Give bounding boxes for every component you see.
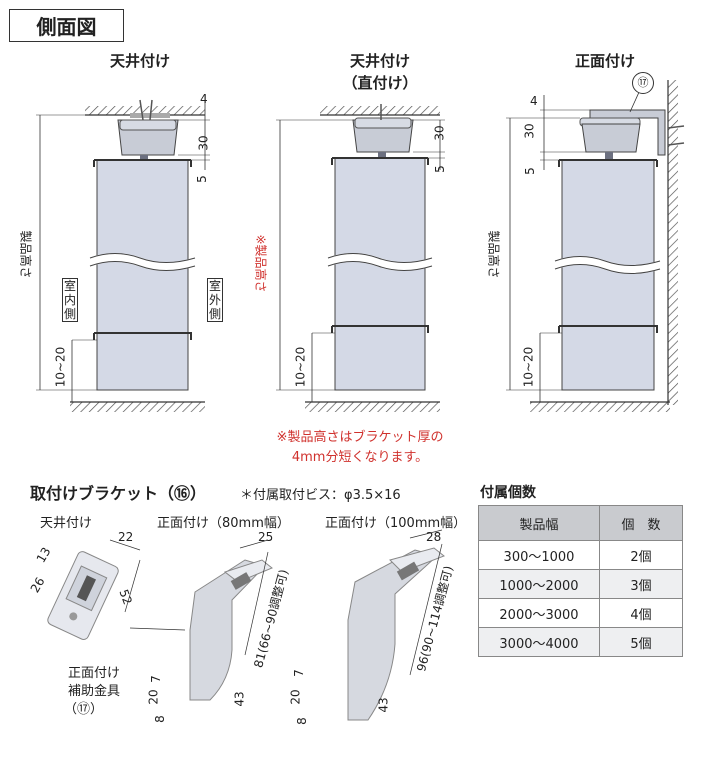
bracket-front80-label: 正面付け（80mm幅） bbox=[157, 516, 290, 531]
dim-4-c: 4 bbox=[530, 94, 538, 108]
col-width: 製品幅 bbox=[478, 505, 600, 541]
dim-product-height-c: 製品高さ bbox=[486, 230, 501, 279]
accessory-title: 付属個数 bbox=[480, 485, 536, 501]
dim-8-b: 8 bbox=[294, 717, 309, 725]
note-line1: ※製品高さはブラケット厚の bbox=[276, 430, 444, 445]
note-line2: 4mm分短くなります。 bbox=[291, 450, 429, 465]
dim-product-height: 製品高さ bbox=[18, 230, 33, 279]
view-ceiling bbox=[36, 99, 210, 412]
bracket-drawings bbox=[47, 529, 445, 721]
view-title-ceiling: 天井付け bbox=[109, 52, 170, 70]
screw-note: ＊付属取付ビス：φ3.5×16 bbox=[240, 488, 401, 503]
view-ceiling-direct bbox=[276, 104, 445, 412]
dim-7-b: 7 bbox=[291, 669, 306, 677]
dim-5-c: 5 bbox=[522, 167, 537, 175]
dim-30: 30 bbox=[196, 135, 211, 151]
table-row: 1000～2000 3個 bbox=[478, 569, 683, 599]
dim-4: 4 bbox=[200, 92, 208, 106]
cell-count: 3個 bbox=[599, 569, 683, 599]
dim-product-height-b: ※製品高さ bbox=[253, 234, 268, 293]
label-room-inside: 室内側 bbox=[62, 278, 78, 322]
bracket-front100-label: 正面付け（100mm幅） bbox=[325, 516, 467, 531]
dim-43-b: 43 bbox=[376, 697, 391, 713]
dim-22: 22 bbox=[118, 530, 134, 544]
dim-28: 28 bbox=[426, 530, 442, 544]
cell-width: 2000～3000 bbox=[478, 598, 600, 628]
label-room-outside: 室外側 bbox=[207, 278, 223, 322]
cell-count: 2個 bbox=[599, 540, 683, 570]
bracket-ceiling-label: 天井付け bbox=[40, 516, 93, 531]
ceiling-hatch bbox=[85, 106, 205, 115]
accessory-table: 製品幅 個 数 300～1000 2個 1000～2000 3個 2000～30… bbox=[478, 505, 683, 657]
dim-10-20-c: 10~20 bbox=[521, 346, 536, 388]
table-row: 2000～3000 4個 bbox=[478, 598, 683, 628]
dim-30-c: 30 bbox=[522, 123, 537, 139]
dim-5-b: 5 bbox=[432, 165, 447, 173]
bracket-title: 取付けブラケット（⑯） bbox=[30, 484, 207, 503]
side-view-drawings bbox=[36, 80, 685, 412]
table-row: 3000～4000 5個 bbox=[478, 627, 683, 657]
dim-25: 25 bbox=[258, 530, 274, 544]
dim-10-20: 10~20 bbox=[53, 346, 68, 388]
dim-20-a: 20 bbox=[146, 689, 161, 705]
cell-width: 3000～4000 bbox=[478, 627, 600, 657]
dim-43-a: 43 bbox=[232, 691, 247, 707]
dim-7-a: 7 bbox=[148, 675, 163, 683]
dim-10-20-b: 10~20 bbox=[293, 346, 308, 388]
cell-width: 300～1000 bbox=[478, 540, 600, 570]
product-panel bbox=[96, 159, 189, 391]
aux-line3: （⑰） bbox=[64, 702, 104, 717]
cell-count: 4個 bbox=[599, 598, 683, 628]
cell-width: 1000～2000 bbox=[478, 569, 600, 599]
aux-line1: 正面付け bbox=[68, 666, 121, 681]
aux-line2: 補助金具 bbox=[68, 684, 121, 699]
view-front bbox=[506, 80, 685, 412]
table-row: 300～1000 2個 bbox=[478, 540, 683, 570]
view-title-ceiling-direct-sub: （直付け） bbox=[342, 74, 418, 92]
dim-30-b: 30 bbox=[432, 125, 447, 141]
dim-5: 5 bbox=[194, 175, 209, 183]
view-title-ceiling-direct: 天井付け bbox=[349, 52, 410, 70]
view-title-front: 正面付け bbox=[574, 52, 635, 70]
part-17-label: ⑰ bbox=[632, 72, 654, 94]
section-title: 側面図 bbox=[9, 9, 124, 42]
cell-count: 5個 bbox=[599, 627, 683, 657]
dim-20-b: 20 bbox=[288, 689, 303, 705]
dim-8-a: 8 bbox=[152, 715, 167, 723]
col-count: 個 数 bbox=[599, 505, 683, 541]
